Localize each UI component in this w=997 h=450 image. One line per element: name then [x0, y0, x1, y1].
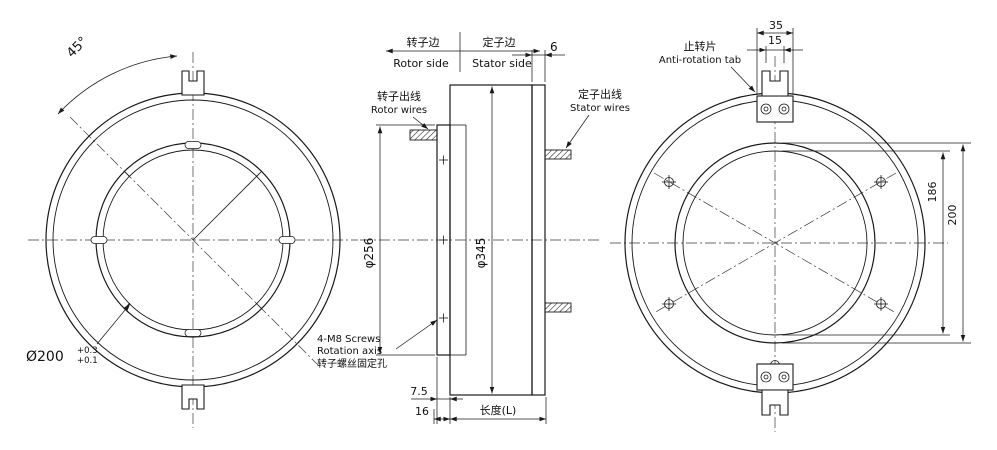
- flange-offset-label: 16: [415, 405, 429, 418]
- stator-wires-label-en: Stator wires: [570, 103, 630, 114]
- flange-screw-marks: [439, 155, 448, 323]
- stator-wires-leader: [565, 114, 590, 149]
- bottom-dimensions: 7.5 16 长度(L): [410, 357, 547, 424]
- screws-note-line2: Rotation axis: [317, 346, 382, 357]
- stator-wires-label-cn: 定子出线: [578, 87, 622, 101]
- rotor-wires-label-en: Rotor wires: [371, 105, 427, 116]
- front-tab-bottom: [181, 384, 205, 410]
- tab-width-label: 35: [769, 19, 783, 32]
- pin-spacing-label: 15: [768, 34, 782, 47]
- anti-rotation-tab-top: [756, 95, 794, 123]
- stator-side-label-en: Stator side: [472, 57, 532, 70]
- rear-bore-ring-circle: [674, 142, 876, 344]
- front-view: 45° Ø200 +0.3 +0.1: [26, 34, 358, 428]
- screws-note-line1: 4-M8 Screws: [317, 334, 380, 345]
- slot-left: [90, 236, 108, 244]
- inner-circle-dimension-label: 186: [926, 182, 939, 203]
- slot-right: [278, 236, 296, 244]
- rear-tab-bottom-prongs: [761, 389, 789, 416]
- rotor-wire-bundle: [409, 129, 438, 141]
- front-tab-top: [181, 70, 205, 96]
- rotor-side-label-en: Rotor side: [393, 57, 449, 70]
- body-diameter-label: φ345: [474, 238, 488, 269]
- front-radial-line: [192, 172, 261, 241]
- anti-rotation-label-cn: 止转片: [684, 39, 717, 53]
- anti-rotation-label-en: Anti-rotation tab: [659, 55, 741, 66]
- slot-bottom: [184, 329, 202, 337]
- bore-tolerance-upper: +0.3: [77, 346, 98, 356]
- rear-tab-top-prongs: [761, 70, 789, 97]
- screws-note-leader: [395, 319, 438, 350]
- rear-bore-circle: [682, 150, 868, 336]
- tab-width-dimension: 35: [756, 19, 794, 94]
- stator-flange-plate: [531, 84, 546, 396]
- stator-wire-bundle-top: [544, 149, 572, 160]
- length-label: 长度(L): [480, 403, 517, 417]
- angle-dimension-label: 45°: [64, 34, 91, 61]
- anti-rotation-pins-top: [760, 103, 790, 115]
- anti-rotation-tab-bottom: [756, 363, 794, 391]
- anti-rotation-leader: [730, 66, 756, 93]
- stator-wire-bundle-bottom: [544, 302, 572, 313]
- rear-diagonal-centerline-2: [653, 172, 897, 314]
- front-mounting-slots: [90, 141, 296, 337]
- rotor-flange-diameter-label: φ256: [362, 238, 376, 269]
- front-diagonal-centerline: [69, 116, 319, 366]
- rotor-wires-leader: [412, 116, 429, 130]
- stator-side-label-cn: 定子边: [483, 35, 516, 49]
- bore-diameter-label: Ø200: [26, 349, 64, 365]
- section-view: 转子边 Rotor side 定子边 Stator side: [317, 32, 630, 424]
- bore-tolerance-lower: +0.1: [77, 356, 98, 366]
- plate-thickness-dimension: 6: [512, 40, 565, 82]
- rotor-flange: [436, 124, 451, 356]
- rotor-side-label-cn: 转子边: [407, 35, 440, 49]
- rear-diameter-dimensions: 186 200: [782, 142, 971, 344]
- plate-thickness-label: 6: [550, 40, 558, 54]
- rotor-wires-label-cn: 转子出线: [377, 89, 421, 103]
- body-diameter-dimension: φ345: [474, 86, 495, 394]
- rotor-flange-diameter-dimension: φ256: [362, 124, 435, 356]
- pin-spacing-dimension: 15: [747, 34, 803, 63]
- screws-note-line3: 转子螺丝固定孔: [317, 357, 387, 370]
- front-outer-inner-circle: [52, 99, 334, 381]
- slot-top: [184, 141, 202, 149]
- rotor-hub-lines: [450, 124, 467, 356]
- bore-leader-line: [96, 303, 131, 345]
- rear-view: 35 15 止转片 Anti-rotation tab 186 200: [610, 19, 971, 432]
- anti-rotation-pins-bottom: [760, 371, 790, 383]
- flange-thickness-label: 7.5: [410, 385, 428, 398]
- angle-dimension-arc: [57, 54, 178, 115]
- bore-dimension-label: 200: [946, 205, 959, 226]
